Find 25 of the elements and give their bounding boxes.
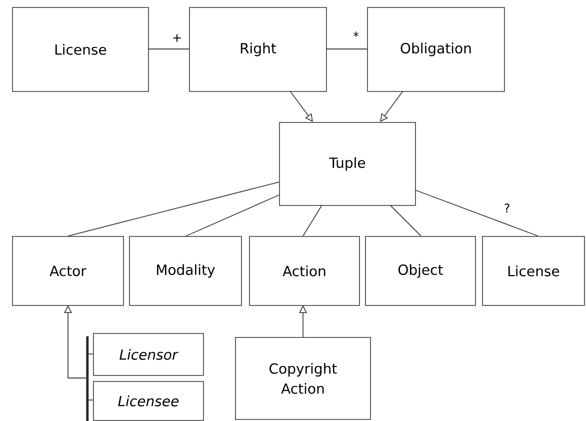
connector: [380, 90, 404, 122]
generalization-bar: [86, 336, 89, 421]
connector: [290, 90, 313, 122]
connector: [390, 204, 422, 236]
subclass-box: Copyright Action: [235, 337, 371, 420]
multiplicity-label: *: [353, 32, 359, 38]
connector: [148, 48, 190, 50]
class-box: License: [482, 236, 585, 306]
connector: [186, 194, 280, 236]
class-box: Modality: [129, 236, 242, 306]
subclass-box: Licensee: [93, 381, 204, 421]
multiplicity-label: ?: [504, 204, 510, 212]
class-box: Obligation: [367, 7, 505, 92]
connector: [302, 204, 322, 236]
class-box: Action: [249, 236, 360, 306]
connector: [326, 48, 368, 50]
class-box: Right: [189, 7, 327, 92]
connector: [414, 190, 538, 236]
class-box: License: [12, 7, 149, 92]
class-box: Tuple: [279, 122, 416, 206]
multiplicity-label: +: [173, 34, 181, 42]
class-box: Actor: [12, 236, 124, 306]
connector: [68, 182, 280, 236]
subclass-box: Licensor: [93, 333, 204, 376]
class-box: Object: [365, 236, 476, 306]
